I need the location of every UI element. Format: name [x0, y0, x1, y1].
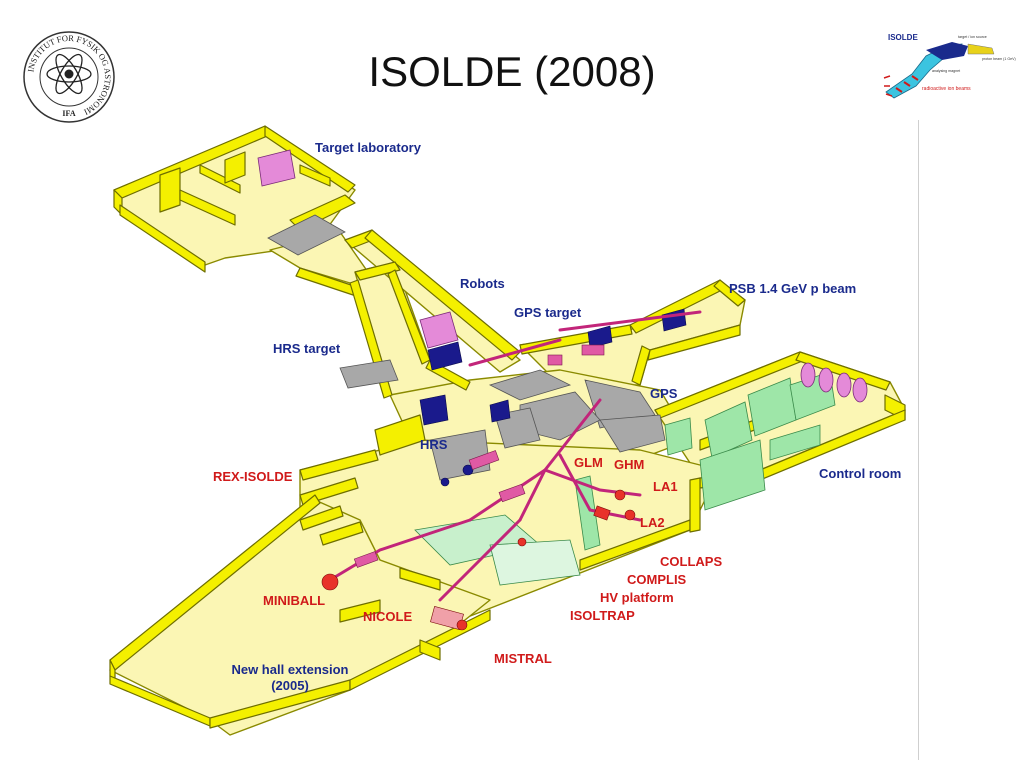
inset-label-proton: proton beam (1 GeV)	[982, 57, 1016, 61]
label-miniball: MINIBALL	[263, 593, 325, 608]
label-collaps: COLLAPS	[660, 554, 722, 569]
building-walls	[109, 125, 906, 729]
atom-icon	[46, 53, 92, 95]
logo-abbr: IFA	[62, 109, 75, 118]
experiment-apparatus	[321, 489, 636, 631]
label-la1: LA1	[653, 479, 678, 494]
storage-tanks	[257, 149, 868, 403]
label-rex-isolde: REX-ISOLDE	[213, 469, 293, 484]
ifa-logo: INSTITUT FOR FYSIK OG ASTRONOMI IFA	[23, 31, 115, 123]
label-nicole: NICOLE	[363, 609, 412, 624]
label-hv-platform: HV platform	[600, 590, 674, 605]
beamline-components	[353, 344, 605, 568]
label-new-hall-line2: (2005)	[271, 678, 309, 693]
label-gps: GPS	[650, 386, 678, 401]
label-new-hall-line1: New hall extension	[231, 662, 348, 677]
isolde-inset: ISOLDE target / ion source proton beam (…	[883, 33, 1016, 99]
slide-divider	[918, 120, 919, 760]
inset-label-rib: radioactive ion beams	[922, 86, 971, 92]
inset-title: ISOLDE	[888, 33, 918, 42]
slide-title: ISOLDE (2008)	[368, 48, 656, 95]
label-la2: LA2	[640, 515, 665, 530]
label-gps-target: GPS target	[514, 305, 582, 320]
inset-label-target: target / ion source	[958, 35, 987, 39]
label-target-laboratory: Target laboratory	[315, 140, 422, 155]
label-mistral: MISTRAL	[494, 651, 552, 666]
label-hrs: HRS	[420, 437, 448, 452]
label-glm: GLM	[574, 455, 603, 470]
inset-label-magnet: analysing magnet	[932, 69, 960, 73]
label-hrs-target: HRS target	[273, 341, 341, 356]
beamlines	[328, 310, 702, 602]
label-ghm: GHM	[614, 457, 644, 472]
label-complis: COMPLIS	[627, 572, 687, 587]
label-control-room: Control room	[819, 466, 901, 481]
label-isoltrap: ISOLTRAP	[570, 608, 635, 623]
label-robots: Robots	[460, 276, 505, 291]
label-psb-beam: PSB 1.4 GeV p beam	[729, 281, 856, 296]
